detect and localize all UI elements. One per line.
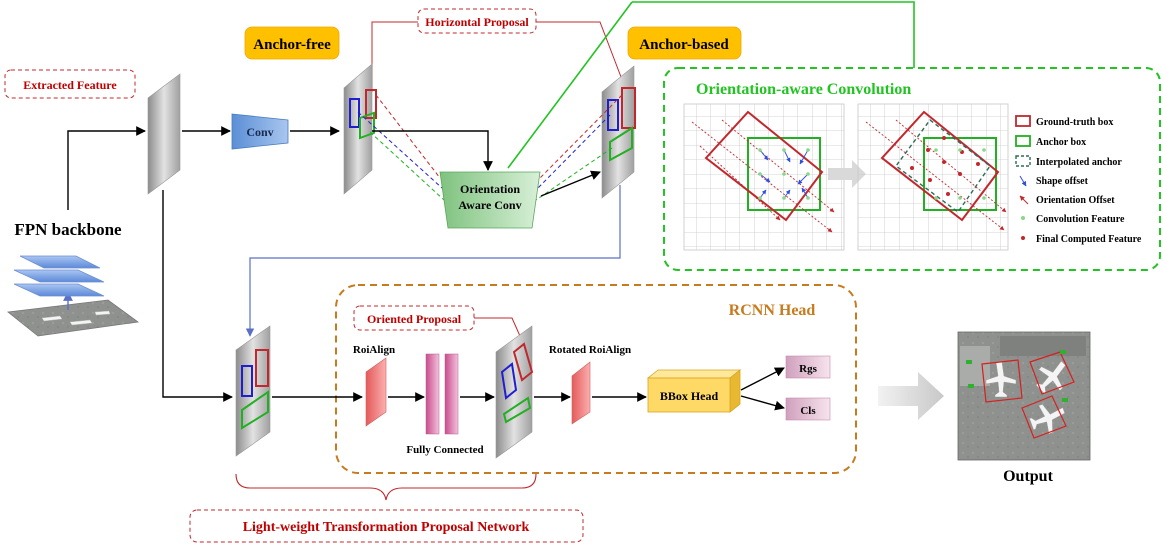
backbone-to-feature-arrow (67, 126, 146, 210)
horizontal-proposal-label: Horizontal Proposal (425, 15, 529, 29)
legend-item-anchor-box: Anchor box (1015, 135, 1086, 148)
oac-label-line2: Aware Conv (458, 198, 521, 212)
backbone-image (7, 299, 140, 337)
projection-lines (357, 94, 623, 201)
rotated-roialign-label: Rotated RoiAlign (549, 344, 631, 356)
anchor-based-feature-map (601, 65, 636, 199)
extracted-feature-tag: Extracted Feature (4, 69, 136, 99)
anchorbased-to-ltpn-arrow (245, 185, 621, 337)
anchor-based-label: Anchor-based (639, 37, 729, 53)
ltpn-feature-map (235, 325, 271, 457)
legend-item-interp-anchor: Interpolated anchor (1015, 155, 1122, 168)
fully-connected-block: Fully Connected (406, 353, 484, 456)
fpn-backbone-label: FPN backbone (14, 220, 122, 239)
svg-text:Anchor box: Anchor box (1036, 137, 1086, 148)
output-image (957, 331, 1091, 461)
anchor-free-label: Anchor-free (253, 37, 331, 53)
bbox-head-label: BBox Head (660, 389, 719, 403)
fpn-backbone: FPN backbone (7, 220, 140, 337)
svg-text:Ground-truth box: Ground-truth box (1036, 117, 1113, 128)
oac-label-line1: Orientation (460, 182, 520, 196)
cls-label: Cls (800, 405, 816, 417)
fully-connected-label: Fully Connected (406, 444, 483, 456)
rotated-roialign-block: Rotated RoiAlign (549, 344, 631, 425)
extracted-feature-map (147, 73, 181, 195)
ltpn-tag: Light-weight Transformation Proposal Net… (189, 509, 584, 543)
oac-grid-before (683, 103, 845, 251)
anchor-free-feature-map (343, 63, 377, 195)
legend-item-shape-offset: Shape offset (1019, 175, 1089, 187)
oac-legend: Ground-truth box Anchor box Interpolated… (1015, 115, 1142, 245)
svg-text:Shape offset: Shape offset (1036, 176, 1089, 187)
oac-panel-title: Orientation-aware Convolution (696, 81, 911, 98)
rgs-label: Rgs (799, 363, 817, 375)
feature-to-ltpn-arrow (162, 190, 233, 402)
oac-callout-lines (507, 1, 915, 169)
legend-item-orientation-offset: Orientation Offset (1019, 195, 1115, 206)
legend-item-gt-box: Ground-truth box (1015, 115, 1113, 128)
ltpn-label: Light-weight Transformation Proposal Net… (243, 520, 530, 535)
anchor-based-tag: Anchor-based (627, 26, 742, 60)
output-label: Output (1003, 468, 1053, 485)
oac-to-anchorbased-arrow (540, 170, 601, 197)
roialign-block: RoiAlign (353, 344, 395, 427)
conv-label: Conv (246, 125, 273, 139)
fpn-layers (13, 255, 105, 297)
rcnn-head-panel: RCNN Head (335, 284, 857, 474)
legend-item-final-feature: Final Computed Feature (1021, 234, 1142, 245)
orientation-aware-conv-block: Orientation Aware Conv (439, 171, 541, 229)
bbox-head-block: BBox Head (646, 369, 742, 413)
oriented-proposal-label: Oriented Proposal (367, 312, 462, 326)
legend-item-conv-feature: Convolution Feature (1021, 214, 1125, 225)
ltpn-bracket (235, 473, 537, 501)
anchor-free-tag: Anchor-free (244, 26, 340, 60)
conv-block: Conv (231, 113, 289, 150)
oac-grid-after (857, 103, 1009, 251)
svg-text:Orientation Offset: Orientation Offset (1036, 195, 1115, 206)
horizontal-proposal-tag: Horizontal Proposal (371, 8, 627, 92)
rcnn-head-title: RCNN Head (729, 302, 816, 319)
cls-output: Cls (785, 397, 831, 421)
oac-transition-arrow (828, 160, 866, 188)
anchor-free-to-oac-arrow (372, 130, 493, 171)
oac-panel: Orientation-aware Convolution (663, 67, 1161, 271)
oriented-proposal-tag: Oriented Proposal (353, 305, 525, 346)
extracted-feature-label: Extracted Feature (23, 78, 117, 92)
rgs-output: Rgs (785, 355, 831, 379)
oriented-proposal-feature-map (495, 325, 534, 459)
svg-text:Final Computed Feature: Final Computed Feature (1036, 234, 1142, 245)
to-output-arrow (878, 372, 944, 420)
svg-text:Interpolated anchor: Interpolated anchor (1036, 157, 1122, 168)
roialign-label: RoiAlign (353, 344, 395, 356)
svg-text:Convolution Feature: Convolution Feature (1036, 214, 1125, 225)
